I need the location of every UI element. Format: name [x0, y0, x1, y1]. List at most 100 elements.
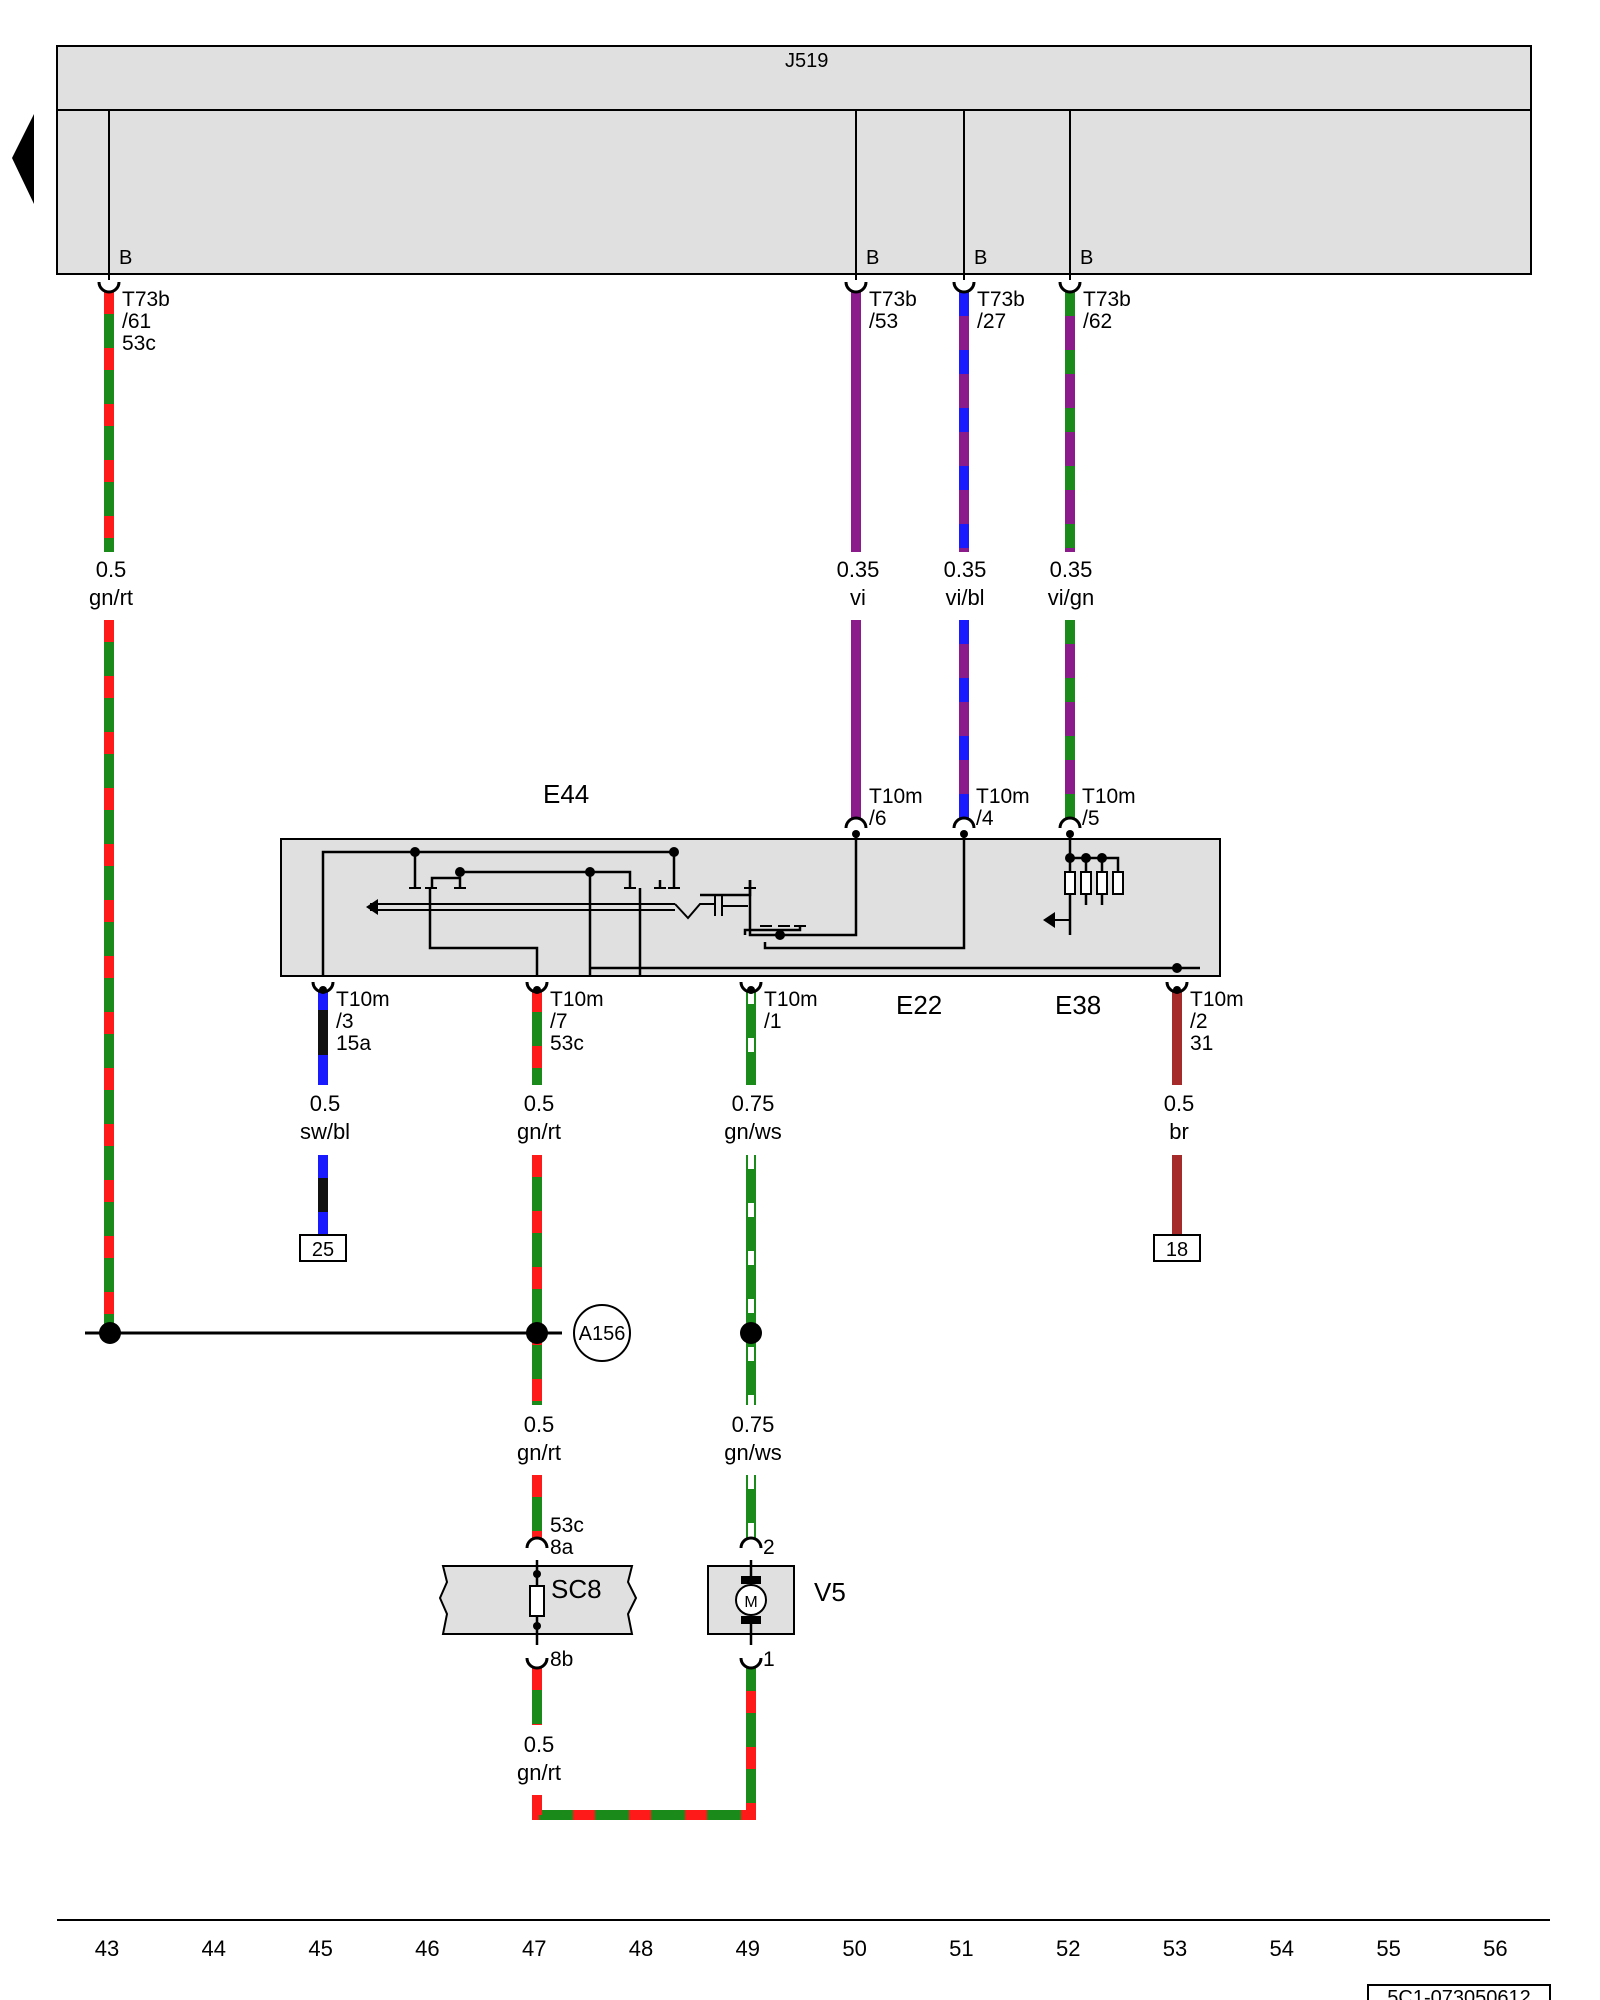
column-number: 54	[1270, 1936, 1294, 1961]
connection-point-a156: A156	[573, 1304, 631, 1362]
conn-e49-name: T10m	[764, 988, 818, 1011]
column-number: 48	[629, 1936, 653, 1961]
column-numbers: 43 44 45 46 47 48 49 50 51 52 53 54 55 56	[95, 1936, 1508, 1961]
w49b-gauge: 0.75	[732, 1412, 775, 1437]
wire-47-49-bridge	[532, 1668, 756, 1820]
w50-gauge: 0.35	[837, 557, 880, 582]
connector-labels-e44-bottom: T10m /3 15a T10m /7 53c T10m /1 T10m /2 …	[336, 988, 1244, 1055]
switch-assembly-e44	[280, 830, 1221, 994]
conn-e50-pin: /6	[869, 807, 887, 830]
w52-gauge: 0.35	[1050, 557, 1093, 582]
w53-gauge: 0.5	[1164, 1091, 1195, 1116]
conn-e47-name: T10m	[550, 988, 604, 1011]
w52-color: vi/gn	[1048, 585, 1094, 610]
w49b-color: gn/ws	[724, 1440, 781, 1465]
motor-symbol: M	[744, 1594, 757, 1611]
conn-sc8-top-name: 53c	[550, 1514, 584, 1537]
footer-code-box: 5C1-073050612	[1367, 1984, 1551, 2000]
conn-52-pin: /62	[1083, 310, 1112, 333]
control-unit-j519: J519	[56, 45, 1532, 275]
connector-labels-j519: T73b /61 53c T73b /53 T73b /27 T73b /62	[122, 288, 1131, 355]
e22-label: E22	[896, 990, 942, 1020]
w47a-gauge: 0.5	[524, 1091, 555, 1116]
conn-e50-name: T10m	[869, 785, 923, 808]
conn-v5-top-pin: 2	[763, 1536, 775, 1559]
conn-43-name: T73b	[122, 288, 170, 311]
wire-labels-row1: 0.5 gn/rt 0.35 vi 0.35 vi/bl 0.35 vi/gn	[89, 557, 1094, 610]
conn-50-name: T73b	[869, 288, 917, 311]
w47b-color: gn/rt	[517, 1440, 561, 1465]
fuse-holder-sc8: SC8	[438, 1560, 638, 1645]
conn-v5-bot-pin: 1	[763, 1648, 775, 1671]
conn-51-pin: /27	[977, 310, 1006, 333]
pin-b-51: B	[974, 247, 987, 269]
conn-43-pin: /61	[122, 310, 151, 333]
column-number: 49	[736, 1936, 760, 1961]
footer-code: 5C1-073050612	[1387, 1987, 1530, 2000]
column-number: 43	[95, 1936, 119, 1961]
column-number: 45	[308, 1936, 332, 1961]
column-number: 52	[1056, 1936, 1080, 1961]
ref-18-text: 18	[1166, 1239, 1188, 1261]
fuse-icon	[529, 1585, 545, 1617]
reference-box-25: 25	[299, 1234, 347, 1262]
conn-e49-pin: /1	[764, 1010, 782, 1033]
pin-b-50: B	[866, 247, 879, 269]
column-number: 44	[202, 1936, 226, 1961]
w43-color: gn/rt	[89, 585, 133, 610]
splice-points	[99, 1322, 762, 1344]
w51-gauge: 0.35	[944, 557, 987, 582]
conn-52-name: T73b	[1083, 288, 1131, 311]
wire-labels-row3: 0.5 gn/rt 0.75 gn/ws	[517, 1412, 782, 1465]
conn-sc8-top-pin: 8a	[550, 1536, 574, 1559]
e38-label: E38	[1055, 990, 1101, 1020]
reference-box-18: 18	[1153, 1234, 1201, 1262]
a156-text: A156	[579, 1323, 626, 1345]
conn-e52-name: T10m	[1082, 785, 1136, 808]
washer-pump-motor-v5: M V5	[707, 1560, 846, 1645]
column-number: 46	[415, 1936, 439, 1961]
conn-e51-name: T10m	[976, 785, 1030, 808]
pin-b-52: B	[1080, 247, 1093, 269]
pin-b-43: B	[119, 247, 132, 269]
connector-labels-sc8: 53c 8a 8b	[550, 1514, 584, 1671]
w47a-color: gn/rt	[517, 1119, 561, 1144]
continuation-arrow-left	[12, 114, 34, 204]
w45-gauge: 0.5	[310, 1091, 341, 1116]
w43-gauge: 0.5	[96, 557, 127, 582]
conn-e45-extra: 15a	[336, 1032, 371, 1055]
conn-e47-extra: 53c	[550, 1032, 584, 1055]
conn-e45-pin: /3	[336, 1010, 354, 1033]
conn-51-name: T73b	[977, 288, 1025, 311]
wire-labels-row2: 0.5 sw/bl 0.5 gn/rt 0.75 gn/ws 0.5 br	[300, 1091, 1194, 1144]
e44-label: E44	[543, 779, 589, 809]
sc8-label: SC8	[551, 1574, 602, 1604]
w53-color: br	[1169, 1119, 1189, 1144]
column-number: 56	[1483, 1936, 1507, 1961]
connector-labels-v5: 2 1	[763, 1536, 775, 1671]
column-number: 47	[522, 1936, 546, 1961]
column-number: 50	[842, 1936, 866, 1961]
w47c-gauge: 0.5	[524, 1732, 555, 1757]
conn-e52-pin: /5	[1082, 807, 1100, 830]
motor-icon	[735, 1584, 767, 1616]
conn-43-extra: 53c	[122, 332, 156, 355]
conn-e47-pin: /7	[550, 1010, 568, 1033]
conn-e51-pin: /4	[976, 807, 994, 830]
column-number: 55	[1376, 1936, 1400, 1961]
conn-e53-extra: 31	[1190, 1032, 1213, 1055]
wire-labels-row4: 0.5 gn/rt	[517, 1732, 561, 1785]
w47c-color: gn/rt	[517, 1760, 561, 1785]
conn-sc8-bot-pin: 8b	[550, 1648, 573, 1671]
connector-labels-e44-top: T10m /6 T10m /4 T10m /5	[869, 785, 1136, 830]
column-number: 51	[949, 1936, 973, 1961]
v5-label: V5	[814, 1577, 846, 1607]
ref-25-text: 25	[312, 1239, 334, 1261]
conn-e53-pin: /2	[1190, 1010, 1208, 1033]
j519-label: J519	[785, 50, 828, 72]
w51-color: vi/bl	[945, 585, 984, 610]
w49a-color: gn/ws	[724, 1119, 781, 1144]
conn-e53-name: T10m	[1190, 988, 1244, 1011]
conn-50-pin: /53	[869, 310, 898, 333]
column-number: 53	[1163, 1936, 1187, 1961]
